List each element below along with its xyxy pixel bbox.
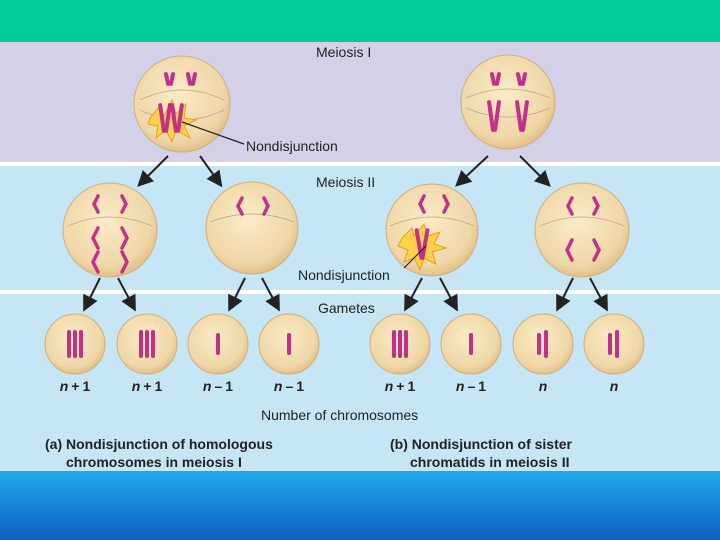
- arrow-g4: [261, 277, 280, 312]
- callout-line-mid: [403, 245, 427, 269]
- count-label-7: n: [539, 378, 548, 394]
- count-label-3: n–1: [203, 378, 233, 394]
- gamete-cell-8: [583, 313, 645, 375]
- parent-cell-left: [133, 55, 231, 153]
- gamete-count-labels: n+1 n+1 n–1 n–1 n+1 n–1 n n: [60, 378, 619, 394]
- arrow-m1-left-b: [199, 155, 223, 188]
- label-meiosis1: Meiosis I: [316, 44, 371, 60]
- gamete-cell-6: [440, 313, 502, 375]
- gamete-cell-4: [258, 313, 320, 375]
- gamete-cell-7: [512, 313, 574, 375]
- arrow-m1-left-a: [137, 155, 169, 187]
- caption-a-line1: (a) Nondisjunction of homologous: [45, 436, 273, 452]
- count-label-4: n–1: [274, 378, 304, 394]
- count-label-8: n: [610, 378, 619, 394]
- arrow-g6: [439, 277, 458, 312]
- count-label-5: n+1: [385, 378, 416, 394]
- m2-cell-2: [205, 181, 299, 275]
- arrow-m1-right-a: [455, 155, 489, 187]
- count-label-6: n–1: [456, 378, 486, 394]
- gamete-cell-5: [369, 313, 431, 375]
- caption-b-line1: (b) Nondisjunction of sister: [390, 436, 573, 452]
- gamete-cell-2: [116, 313, 178, 375]
- top-bar: [0, 0, 720, 42]
- label-gametes: Gametes: [318, 300, 375, 316]
- caption-b-line2: chromatids in meiosis II: [410, 454, 570, 470]
- label-nondisjunction-top: Nondisjunction: [246, 138, 338, 154]
- axis-title: Number of chromosomes: [261, 407, 418, 423]
- label-meiosis2: Meiosis II: [316, 174, 375, 190]
- arrows: [83, 155, 608, 312]
- count-label-2: n+1: [132, 378, 163, 394]
- bottom-bar: [0, 471, 720, 540]
- count-label-1: n+1: [60, 378, 91, 394]
- m2-cell-3: [385, 183, 479, 277]
- m2-cell-4: [534, 182, 630, 278]
- arrow-g8: [589, 277, 608, 312]
- caption-a-line2: chromosomes in meiosis I: [66, 454, 242, 470]
- callout-line-top: [181, 121, 245, 145]
- arrow-g1: [83, 277, 101, 312]
- label-nondisjunction-mid: Nondisjunction: [298, 267, 390, 283]
- arrow-m1-right-b: [519, 155, 551, 187]
- arrow-g5: [404, 277, 423, 312]
- arrow-g7: [556, 277, 574, 312]
- gamete-cell-1: [44, 313, 106, 375]
- arrow-g2: [117, 277, 136, 312]
- arrow-g3: [228, 277, 246, 312]
- gamete-cell-3: [187, 313, 249, 375]
- meiosis1-band: [0, 42, 720, 162]
- parent-cell-right: [460, 54, 556, 150]
- m2-cell-1: [62, 182, 158, 278]
